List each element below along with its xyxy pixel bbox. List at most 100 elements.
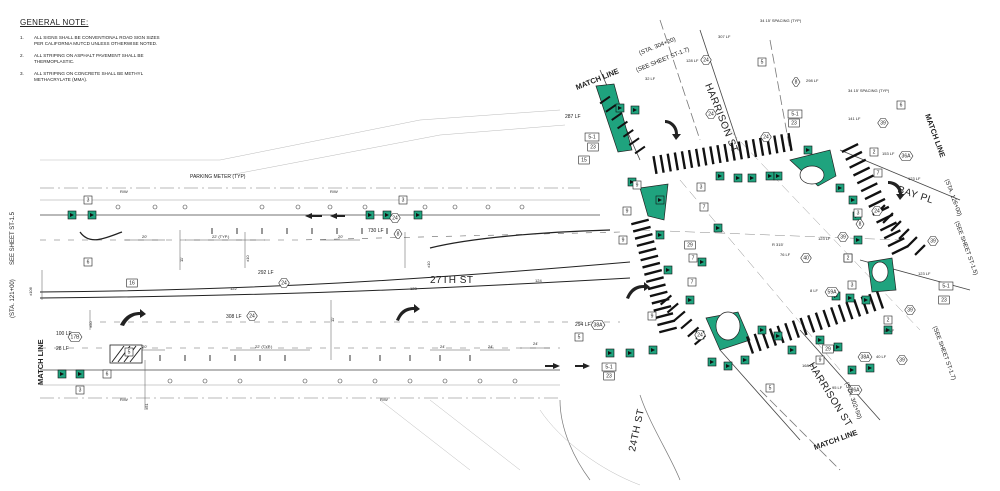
callout-number: 7	[692, 255, 695, 261]
match-line-left: MATCH LINE	[36, 339, 45, 385]
street-label-harrison-south: HARRISON ST	[805, 361, 853, 429]
parking-meter-label: PARKING METER (TYP)	[190, 174, 246, 180]
parking-meter	[452, 204, 458, 210]
general-note-item: 1. ALL SIGNS SHALL BE CONVENTIONAL ROAD …	[20, 35, 170, 47]
dim-label: 22' (TYP.)	[255, 344, 273, 349]
callout-tag: 3	[853, 208, 863, 218]
harrison-north-rw-2	[769, 39, 791, 151]
callout-tag: 38A	[590, 320, 606, 330]
callout-number: 24	[281, 280, 287, 286]
bg-road-24th-east	[639, 394, 681, 481]
diag-line-1	[679, 179, 841, 371]
parking-meter	[182, 204, 188, 210]
sign-marker-icon	[365, 210, 375, 220]
callout-number: 5	[128, 349, 131, 355]
callout-number: 6	[106, 371, 109, 377]
crosswalk-stripe	[655, 312, 674, 320]
parking-meters-north	[115, 204, 525, 210]
crosswalk-stripe	[694, 148, 701, 167]
callout-tag: 24	[246, 311, 258, 321]
callout-number: 5-1	[605, 364, 612, 370]
sign-marker-icon	[605, 348, 615, 358]
crosswalk-stripe	[898, 228, 910, 240]
crosswalk-stripe	[753, 333, 762, 352]
dimension-lines	[41, 230, 550, 410]
crosswalk-stripe	[849, 158, 867, 169]
dim-label: 20'	[142, 234, 147, 239]
callout-number: 5	[761, 59, 764, 65]
length-label: 308 LF	[226, 314, 242, 320]
callout-number: 29	[687, 242, 693, 248]
callout-tag: 2	[883, 315, 893, 325]
callout-tag: 5-1	[787, 109, 803, 119]
callout-tag: 23	[587, 142, 599, 152]
callout-tag: 29	[822, 344, 834, 354]
crosswalk-stripe	[657, 319, 676, 327]
crosswalk-stripe	[814, 312, 823, 331]
length-label: 123 LF	[818, 236, 831, 241]
callout-tag: 9	[632, 180, 642, 190]
sign-marker-icon	[685, 295, 695, 305]
crosswalk-stripe	[659, 294, 673, 306]
sign-marker-icon	[773, 171, 783, 181]
callout-tag: 3	[696, 182, 706, 192]
callout-number: 3	[700, 184, 703, 190]
length-label: 28 LF	[56, 346, 69, 352]
spacing-label-right: 34 15' SPACING (TYP)	[848, 88, 890, 93]
diag-line-2	[719, 119, 921, 331]
length-label: 76 LF	[780, 252, 791, 257]
parking-meter	[295, 204, 301, 210]
callout-tag: 40	[800, 253, 812, 263]
crosswalk-stripe	[673, 152, 680, 171]
callout-tag: 5	[124, 347, 134, 357]
dim-label: 11'	[330, 317, 335, 322]
crosswalk-stripe	[737, 141, 743, 160]
sign-marker-icon	[648, 345, 658, 355]
callout-tag: 17B	[67, 332, 83, 342]
parking-meter	[442, 378, 448, 384]
dim-label: 24'	[488, 344, 493, 349]
callout-tag: 5-1	[584, 132, 600, 142]
crosswalk-stripe	[642, 261, 661, 269]
harrison-south-rw	[759, 389, 841, 471]
callout-number: 5	[578, 334, 581, 340]
callout-number: 29	[825, 346, 831, 352]
crosswalk-stripe	[723, 143, 729, 162]
crosswalk-stripe	[745, 336, 755, 354]
sign-marker-icon	[861, 295, 871, 305]
bg-road-northwest	[40, 109, 561, 161]
bg-curve-south	[539, 409, 641, 486]
sign-marker-icon	[815, 335, 825, 345]
general-note-item: 3. ALL STRIPING ON CONCRETE SHALL BE MET…	[20, 71, 170, 83]
sign-marker-icon	[697, 257, 707, 267]
callout-tag: 36A	[847, 385, 863, 395]
parking-meter	[152, 204, 158, 210]
crosswalk-stripe	[914, 244, 926, 256]
callout-tag: 23	[788, 118, 800, 128]
callout-tag: 5-1	[938, 281, 954, 291]
crosswalk-stripe	[887, 237, 905, 248]
dim-label: ±10	[426, 261, 431, 268]
callout-number: 9	[626, 208, 629, 214]
length-label: 40 LF	[876, 354, 887, 359]
callout-number: 7	[877, 170, 880, 176]
crosswalk-stripe	[716, 145, 722, 164]
callout-number: 36A	[851, 387, 861, 393]
callout-tag: 39	[837, 232, 849, 242]
callout-tag: 6	[102, 369, 112, 379]
crosswalk-stripe	[680, 318, 693, 330]
note-text: ALL STRIPING ON ASPHALT PAVEMENT SHALL B…	[34, 53, 144, 64]
crosswalk-stripe	[702, 147, 708, 166]
dim-label: ±50	[88, 321, 93, 328]
callout-number: 24	[708, 111, 714, 117]
crosswalk-stripe	[841, 142, 859, 154]
sign-marker-icon	[845, 293, 855, 303]
turn-arrow-icon	[888, 181, 905, 200]
callout-tag: 5-1	[601, 362, 617, 372]
parking-meter	[337, 378, 343, 384]
rw-label: R/W	[120, 397, 128, 402]
sign-marker-icon	[713, 223, 723, 233]
line-code: 124	[535, 278, 542, 283]
crosswalk-stripe	[852, 299, 862, 317]
